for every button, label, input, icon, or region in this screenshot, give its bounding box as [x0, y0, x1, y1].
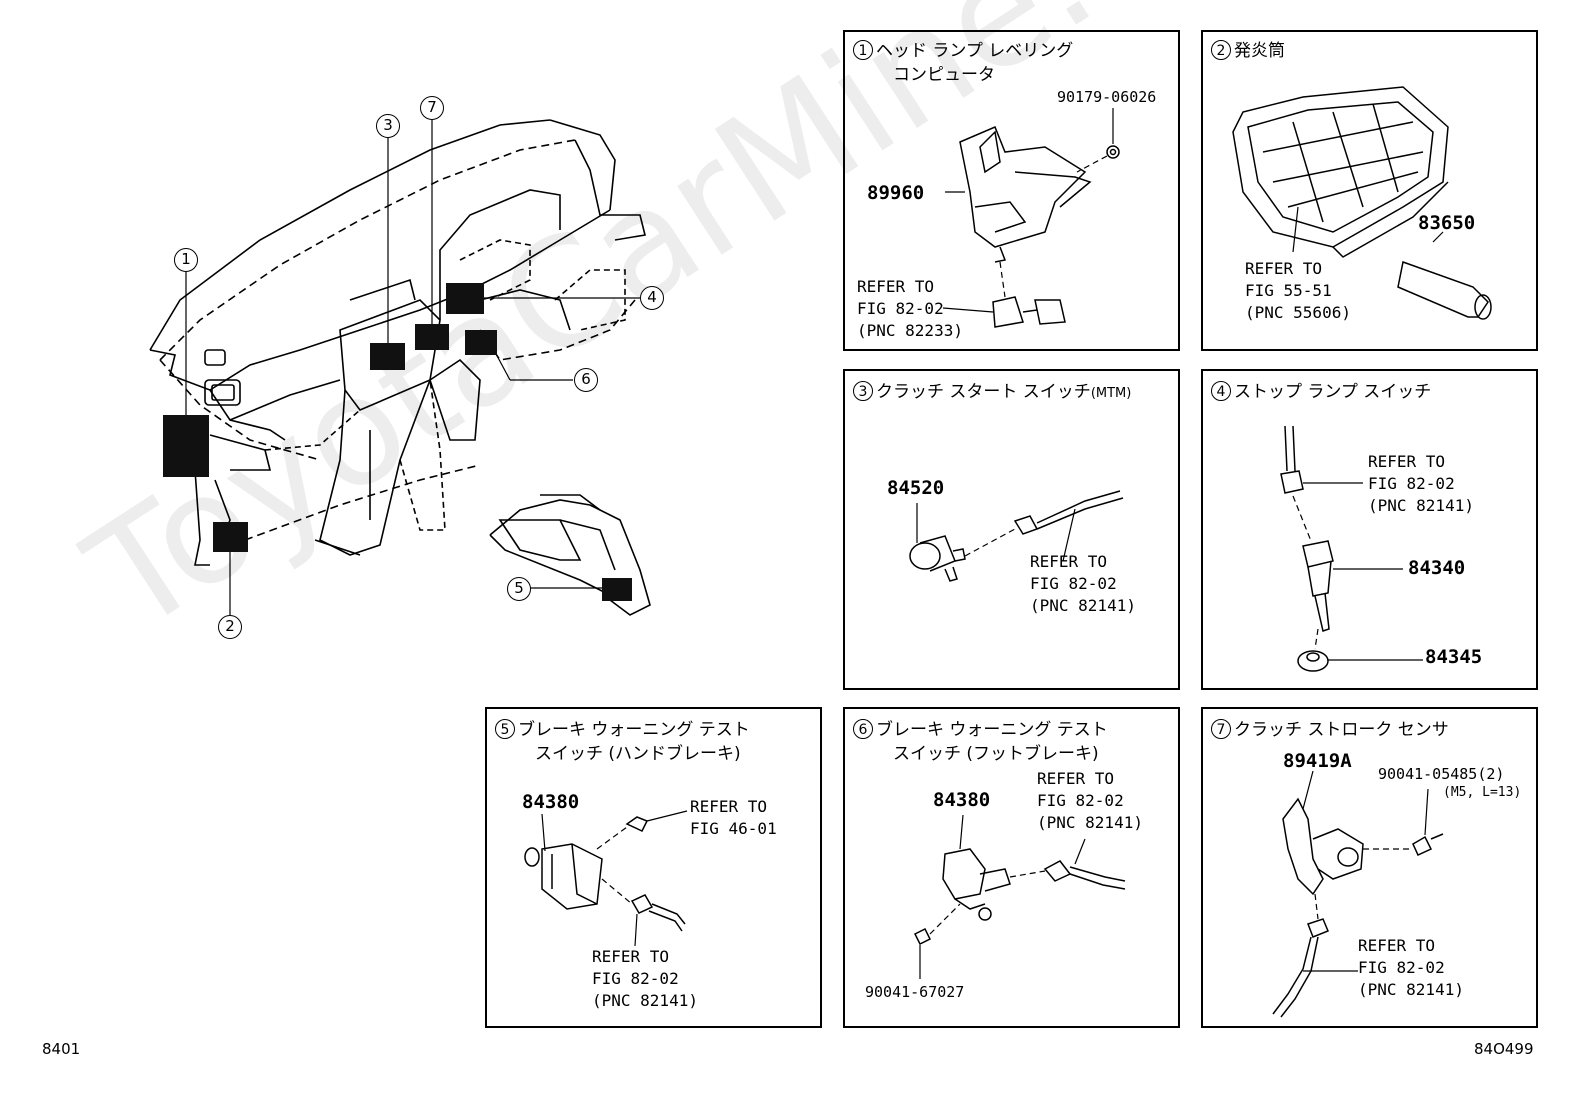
foot-brake-switch-drawing [913, 814, 1126, 979]
callout-2: 2 [218, 615, 242, 639]
callout-4: 4 [640, 286, 664, 310]
refer-to-note: REFER TO FIG 55-51 (PNC 55606) [1245, 259, 1351, 322]
panel-number: 7 [1211, 719, 1231, 739]
part-number-nut: 90179-06026 [1057, 88, 1157, 106]
callout-3: 3 [376, 114, 400, 138]
refer-to-note: REFER TO FIG 82-02 (PNC 82141) [1030, 552, 1136, 615]
location-marker-4 [446, 283, 484, 314]
part-number-switch: 84380 [933, 789, 991, 811]
callout-1: 1 [174, 248, 198, 272]
panel-title-line2: コンピュータ [893, 65, 995, 85]
part-number-flare: 83650 [1418, 212, 1476, 234]
page-code-right: 84O499 [1474, 1040, 1534, 1058]
refer-to-note-screw: REFER TO FIG 46-01 [690, 797, 777, 838]
location-marker-7 [415, 324, 449, 350]
refer-to-note-connector: REFER TO FIG 82-02 (PNC 82141) [592, 947, 698, 1010]
part-number-computer: 89960 [867, 182, 925, 204]
callout-5: 5 [507, 577, 531, 601]
panel-title-line2: スイッチ (フットブレーキ) [893, 744, 1099, 764]
callout-7: 7 [420, 96, 444, 120]
part-number-sensor: 89419A [1283, 750, 1352, 772]
part-number-stop-lamp-switch: 84340 [1408, 557, 1466, 579]
panel-number: 6 [853, 719, 873, 739]
part-number-screw: 90041-67027 [865, 983, 965, 1001]
part-number-switch: 84520 [887, 477, 945, 499]
panel-title-line2: スイッチ (ハンドブレーキ) [535, 744, 741, 764]
part-number-switch: 84380 [522, 791, 580, 813]
page-code-left: 8401 [42, 1040, 81, 1058]
location-marker-1 [163, 415, 209, 477]
location-marker-6 [465, 330, 497, 355]
location-marker-3 [370, 343, 405, 370]
refer-to-note: REFER TO FIG 82-02 (PNC 82141) [1358, 936, 1464, 999]
refer-to-note: REFER TO FIG 82-02 (PNC 82233) [857, 277, 963, 340]
flare-drawing [1232, 86, 1492, 320]
clutch-stroke-sensor-drawing [1272, 770, 1444, 1018]
location-marker-2 [213, 522, 248, 552]
part-number-nut: 84345 [1425, 646, 1483, 668]
panel-number: 4 [1211, 381, 1231, 401]
part-number-bolt: 90041-05485(2) [1378, 765, 1505, 783]
location-marker-5 [602, 578, 632, 601]
hand-brake-switch-drawing [524, 810, 688, 947]
stop-lamp-switch-drawing [1280, 425, 1423, 672]
panel-number: 5 [495, 719, 515, 739]
headlamp-computer-drawing [942, 108, 1120, 328]
panel-number: 1 [853, 40, 873, 60]
panel-number: 3 [853, 381, 873, 401]
refer-to-note: REFER TO FIG 82-02 (PNC 82141) [1037, 769, 1143, 832]
callout-6: 6 [574, 368, 598, 392]
panel-number: 2 [1211, 40, 1231, 60]
clutch-start-switch-drawing [909, 490, 1124, 582]
refer-to-note: REFER TO FIG 82-02 (PNC 82141) [1368, 452, 1474, 515]
bolt-spec: (M5, L=13) [1443, 785, 1522, 800]
